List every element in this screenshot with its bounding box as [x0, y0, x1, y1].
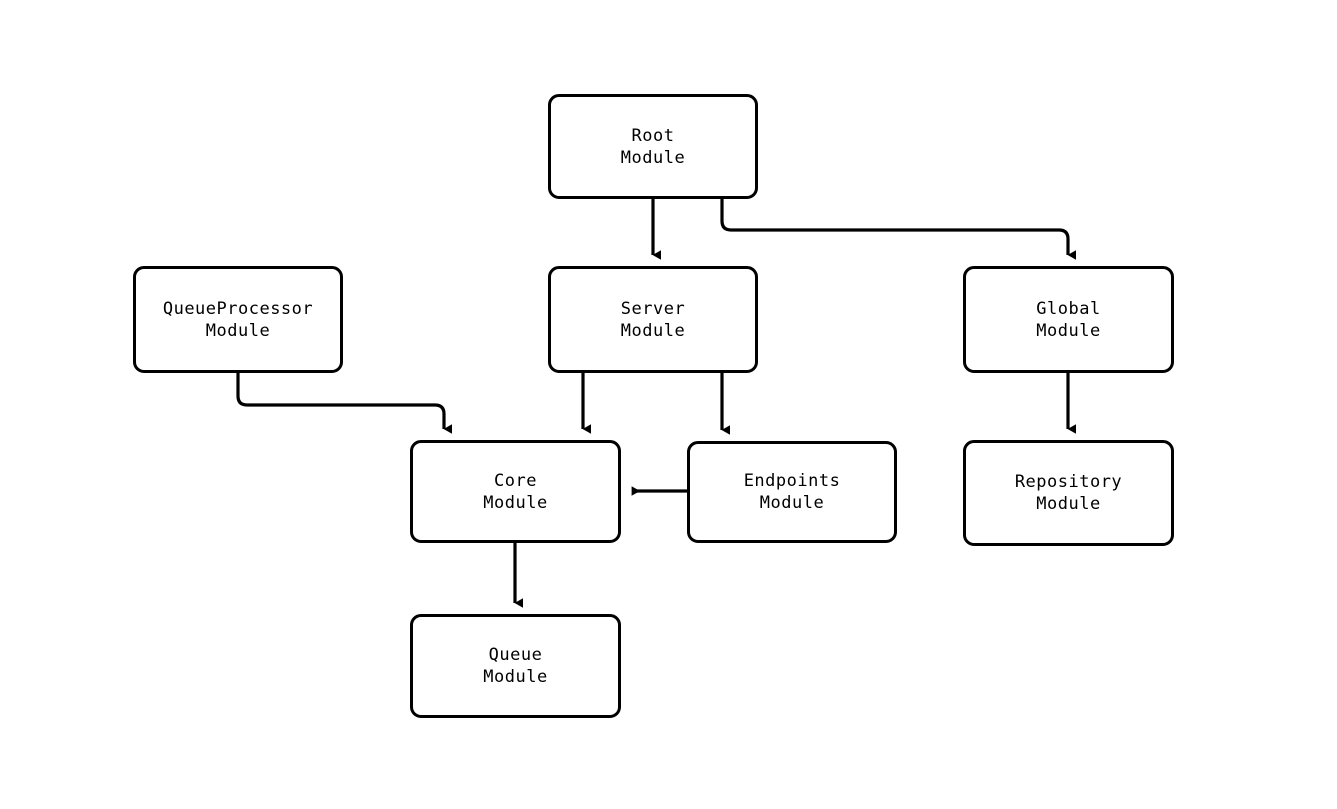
node-repository-module-suffix: Module — [1036, 494, 1101, 514]
node-root-module-suffix: Module — [620, 147, 686, 168]
node-core-module-name: Core — [494, 470, 537, 491]
node-global-module-suffix: Module — [1036, 320, 1101, 341]
node-core-module-suffix: Module — [483, 492, 548, 513]
node-root-module[interactable]: Root Module — [548, 94, 758, 199]
node-repository-module[interactable]: Repository Module — [963, 440, 1174, 546]
node-queueprocessor-module-name: QueueProcessor — [162, 298, 314, 319]
node-root-module-name: Root — [631, 125, 675, 146]
edge-queueprocessor-core — [236, 373, 452, 434]
node-global-module-name: Global — [1036, 298, 1101, 319]
node-queueprocessor-module-suffix: Module — [205, 320, 271, 341]
edge-root-global — [720, 199, 1076, 260]
node-server-module[interactable]: Server Module — [548, 266, 758, 373]
node-endpoints-module-suffix: Module — [759, 493, 825, 513]
node-repository-module-name: Repository — [1014, 472, 1123, 492]
node-queue-module[interactable]: Queue Module — [410, 614, 621, 718]
node-global-module[interactable]: Global Module — [963, 266, 1174, 373]
node-endpoints-module-name: Endpoints — [743, 471, 841, 491]
node-server-module-name: Server — [620, 298, 686, 319]
node-queue-module-suffix: Module — [483, 667, 548, 687]
node-server-module-suffix: Module — [620, 320, 686, 341]
node-queueprocessor-module[interactable]: QueueProcessor Module — [133, 266, 343, 373]
node-endpoints-module[interactable]: Endpoints Module — [687, 441, 897, 543]
node-queue-module-name: Queue — [488, 645, 543, 665]
node-core-module[interactable]: Core Module — [410, 440, 621, 543]
